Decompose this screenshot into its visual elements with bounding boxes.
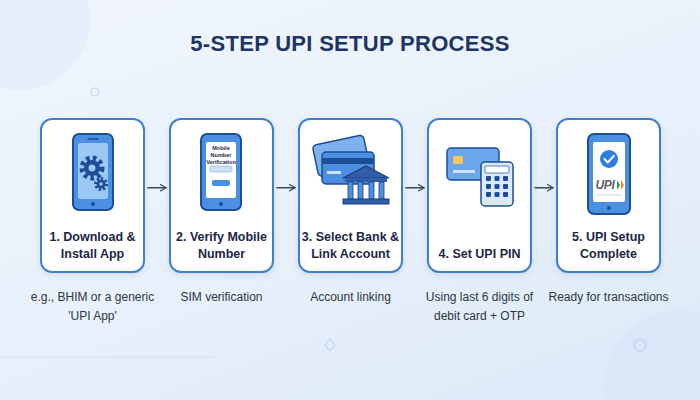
step-caption: Account linking	[284, 288, 417, 307]
decor-circle	[0, 0, 90, 90]
decor-ring	[91, 88, 99, 96]
step-card: 3. Select Bank & Link AccountAccount lin…	[298, 118, 403, 273]
step-caption: e.g., BHIM or a generic 'UPI App'	[26, 288, 159, 326]
screen-text: Mobile Number Verification	[203, 145, 239, 166]
flow-arrow	[406, 187, 424, 189]
step-title: 3. Select Bank & Link Account	[298, 229, 403, 263]
decor-ring	[634, 339, 646, 351]
phone-gear-icon	[73, 134, 113, 210]
diagram-title: 5-STEP UPI SETUP PROCESS	[0, 31, 700, 57]
upi-logo-text: UPI	[592, 178, 618, 192]
step-card: 5. UPI Setup CompleteReady for transacti…	[556, 118, 661, 273]
step-card: 2. Verify Mobile NumberSIM verification	[169, 118, 274, 273]
decor-circle	[605, 310, 700, 400]
step-title: 1. Download & Install App	[40, 229, 145, 263]
step-card: 1. Download & Install Appe.g., BHIM or a…	[40, 118, 145, 273]
flow-arrow	[148, 187, 166, 189]
step-caption: Ready for transactions	[542, 288, 675, 307]
decor-line	[0, 357, 215, 358]
step-caption: SIM verification	[155, 288, 288, 307]
step-title: 5. UPI Setup Complete	[556, 229, 661, 263]
flow-arrow	[535, 187, 553, 189]
flow-arrow	[277, 187, 295, 189]
step-title: 4. Set UPI PIN	[427, 246, 532, 263]
decor-diamond	[325, 339, 335, 351]
phone-verification-icon	[201, 134, 241, 210]
step-card: 4. Set UPI PINUsing last 6 digits of deb…	[427, 118, 532, 273]
card-bank-icon	[312, 135, 389, 204]
step-caption: Using last 6 digits of debit card + OTP	[413, 288, 546, 326]
card-keypad-icon	[447, 148, 513, 206]
step-title: 2. Verify Mobile Number	[169, 229, 274, 263]
phone-complete-icon	[588, 134, 630, 214]
